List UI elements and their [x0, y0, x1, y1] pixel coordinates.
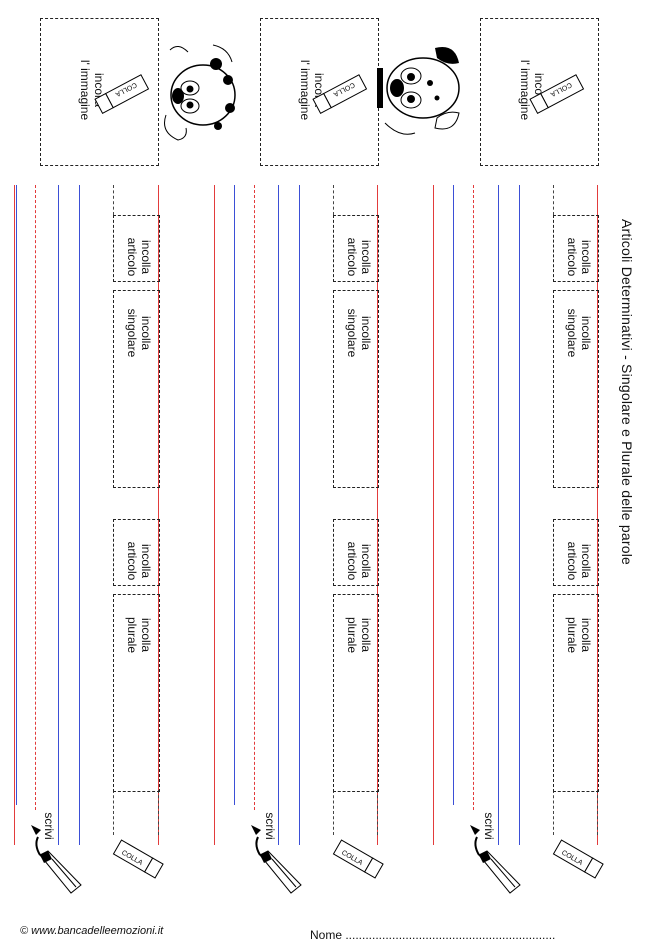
red-line — [214, 185, 215, 845]
blue-line — [453, 185, 454, 805]
paste-article-box — [333, 215, 379, 282]
dashed-guide — [113, 790, 114, 835]
blue-line — [234, 185, 235, 805]
blue-line — [79, 185, 80, 845]
pencil-icon — [470, 825, 521, 894]
red-line — [433, 185, 434, 845]
name-field-label: Nome ...................................… — [310, 928, 556, 942]
dashed-guide — [333, 790, 334, 835]
glue-stick-icon: COLLA — [312, 74, 368, 115]
pencil-icon — [31, 825, 82, 894]
paste-plural-box — [113, 594, 160, 792]
glue-stick-icon: COLLA — [529, 74, 585, 115]
puppy-illustration — [164, 44, 236, 141]
dashed-guide — [113, 185, 114, 215]
paste-plural-box — [553, 594, 599, 792]
paste-singular-box — [113, 290, 160, 488]
dashed-guide — [597, 790, 598, 835]
glue-stick-icon: COLLA — [112, 839, 164, 879]
paste-article-box — [553, 215, 599, 282]
red-dashed-line — [35, 185, 36, 810]
glue-stick-icon: COLLA — [552, 839, 604, 879]
red-line — [597, 185, 598, 845]
puppy-illustration — [377, 47, 460, 135]
red-dashed-line — [254, 185, 255, 810]
paste-singular-box — [553, 290, 599, 488]
copyright-text: © www.bancadelleemozioni.it — [20, 925, 164, 937]
blue-line — [299, 185, 300, 845]
paste-article-box — [113, 215, 160, 282]
image-box-3 — [40, 18, 159, 166]
paste-singular-box — [333, 290, 379, 488]
dashed-guide — [553, 790, 554, 835]
paste-article-box — [333, 519, 379, 586]
glue-stick-icon: COLLA — [94, 74, 150, 115]
red-line — [377, 185, 378, 845]
blue-line — [58, 185, 59, 845]
blue-line — [498, 185, 499, 845]
blue-line — [16, 185, 17, 805]
red-dashed-line — [473, 185, 474, 810]
dashed-guide — [553, 185, 554, 215]
glue-stick-icon: COLLA — [332, 839, 384, 879]
dashed-guide — [158, 790, 159, 835]
blue-line — [278, 185, 279, 845]
paste-article-box — [553, 519, 599, 586]
page-title: Articoli Determinativi - Singolare e Plu… — [619, 219, 635, 565]
image-box-1 — [480, 18, 599, 166]
dashed-guide — [377, 790, 378, 835]
paste-plural-box — [333, 594, 379, 792]
red-line — [14, 185, 15, 845]
blue-line — [519, 185, 520, 845]
dashed-guide — [333, 185, 334, 215]
paste-article-box — [113, 519, 160, 586]
red-line — [158, 185, 159, 845]
pencil-icon — [251, 825, 302, 894]
